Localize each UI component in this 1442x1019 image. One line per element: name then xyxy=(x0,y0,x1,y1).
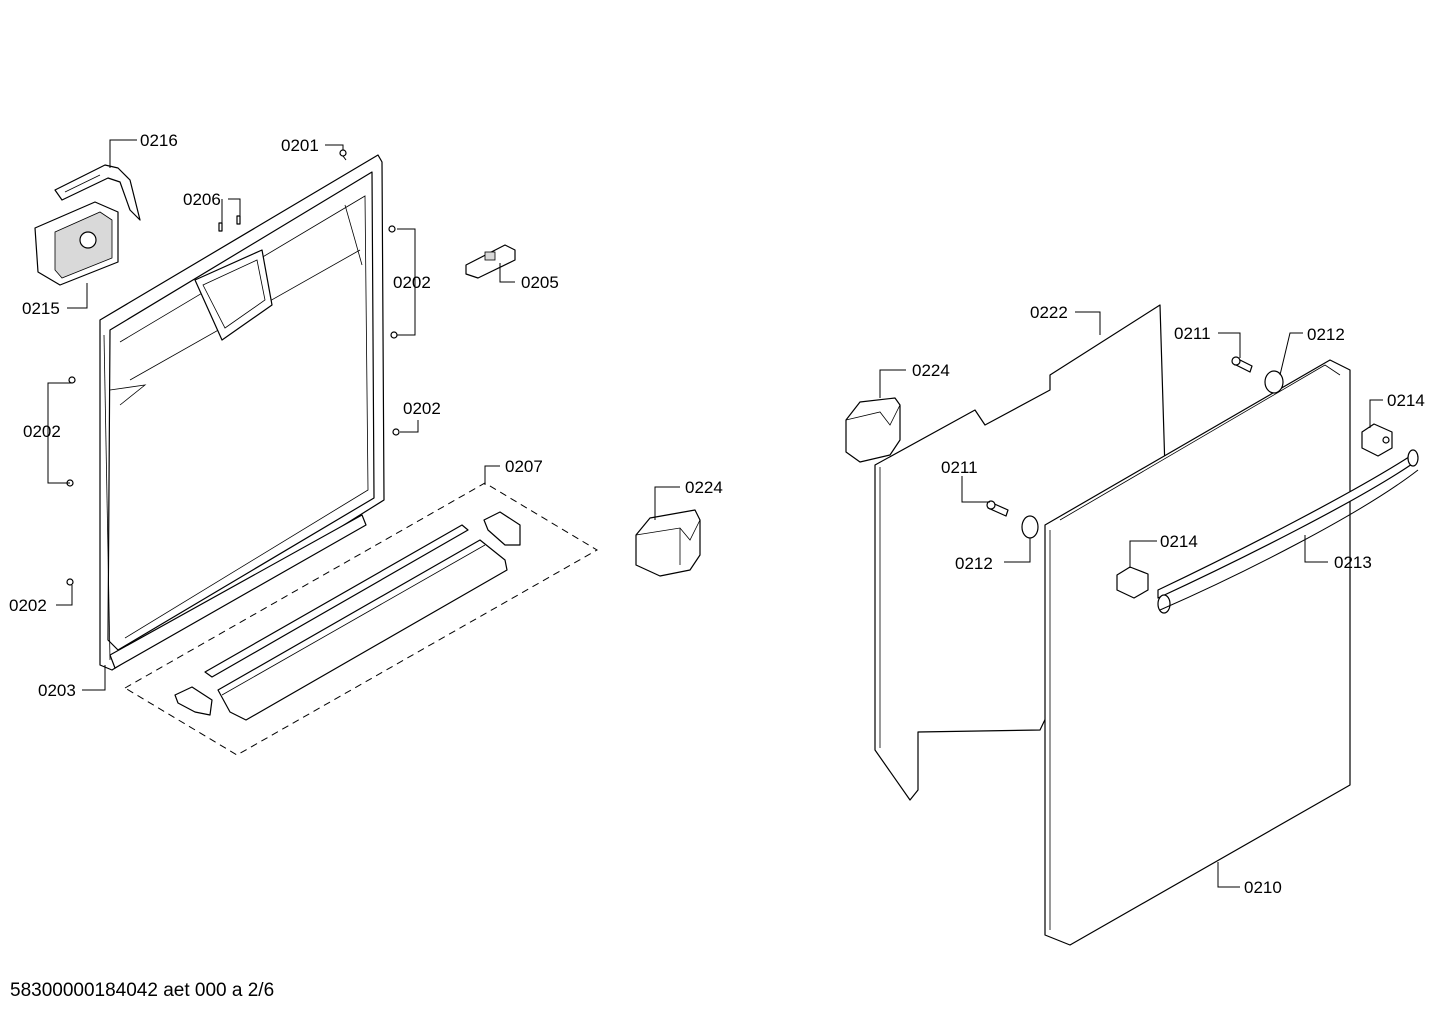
screw-0202-right-top xyxy=(388,225,398,339)
label-0224-left: 0224 xyxy=(685,478,723,497)
label-0210: 0210 xyxy=(1244,878,1282,897)
label-0215: 0215 xyxy=(22,299,60,318)
label-0211-mid: 0211 xyxy=(941,458,978,477)
label-0212-mid: 0212 xyxy=(955,554,993,573)
label-0214-mid: 0214 xyxy=(1160,532,1198,551)
screw-0202-left xyxy=(66,376,76,487)
screw-0202-right-mid xyxy=(392,428,400,436)
end-cap-0224-right xyxy=(845,397,901,463)
screw-0202-left-bottom xyxy=(66,578,74,586)
label-0207: 0207 xyxy=(505,457,543,476)
label-0212-top: 0212 xyxy=(1307,325,1345,344)
label-0202-left: 0202 xyxy=(23,422,61,441)
label-0201: 0201 xyxy=(281,136,319,155)
label-0213: 0213 xyxy=(1334,553,1372,572)
leader-lines xyxy=(47,139,1383,888)
label-0205: 0205 xyxy=(521,273,559,292)
label-0224-right: 0224 xyxy=(912,361,950,380)
screw-0211-mid xyxy=(986,500,1009,517)
label-0203: 0203 xyxy=(38,681,76,700)
seal-strip-0207 xyxy=(174,511,521,721)
label-0206: 0206 xyxy=(183,190,221,209)
screw-0211-top xyxy=(1231,356,1253,373)
handle-cap-0214-top xyxy=(1361,423,1393,457)
door-lock-0215 xyxy=(34,201,119,286)
washer-0212-mid xyxy=(1021,515,1039,539)
drawing-reference-number: 58300000184042 aet 000 a 2/6 xyxy=(10,980,275,1001)
hinge-bracket-0216 xyxy=(54,164,141,221)
handle-bar-0213 xyxy=(1157,449,1419,614)
label-0216: 0216 xyxy=(140,131,178,150)
outer-door-0210 xyxy=(1044,359,1351,946)
label-0202-right-top: 0202 xyxy=(393,273,431,292)
label-0202-left-bottom: 0202 xyxy=(9,596,47,615)
screw-0201 xyxy=(339,149,347,161)
label-0222: 0222 xyxy=(1030,303,1068,322)
washer-0212-top xyxy=(1264,370,1284,394)
clip-0205 xyxy=(465,244,516,279)
label-0214-top: 0214 xyxy=(1387,391,1425,410)
inner-door-frame xyxy=(99,154,385,671)
label-0202-right-mid: 0202 xyxy=(403,399,441,418)
pin-0206 xyxy=(218,215,241,232)
label-0211-top: 0211 xyxy=(1174,324,1211,343)
end-cap-0224-left xyxy=(635,509,701,577)
